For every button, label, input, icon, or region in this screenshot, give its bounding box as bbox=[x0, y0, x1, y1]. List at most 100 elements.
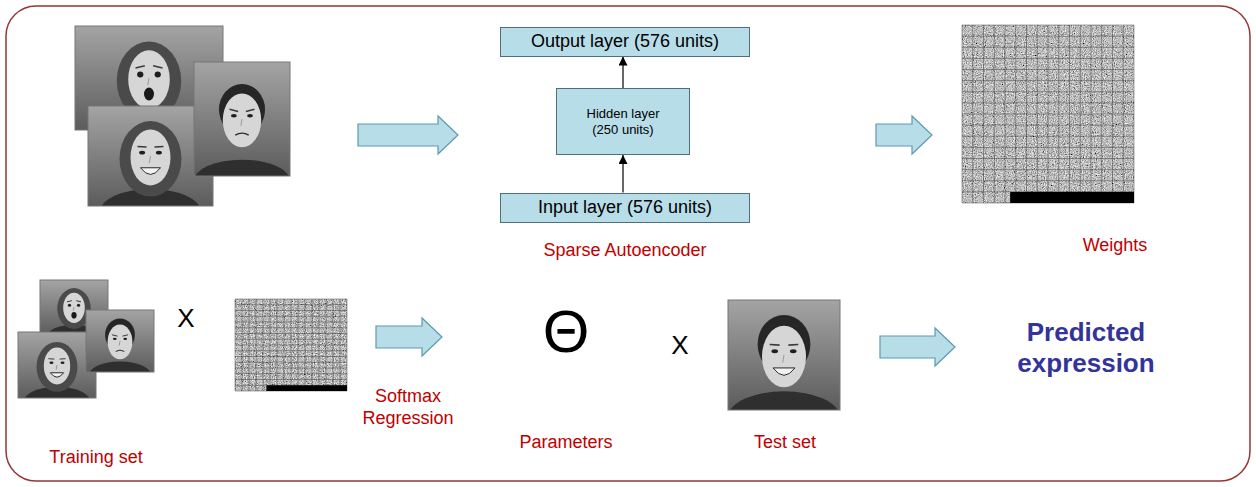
weights-grid bbox=[962, 102, 1134, 103]
multiply-sign: X bbox=[177, 303, 194, 334]
theta-symbol: Θ bbox=[543, 296, 590, 368]
result-heading: Predicted expression bbox=[999, 317, 1174, 379]
face-photo bbox=[18, 332, 96, 416]
photo-face bbox=[108, 325, 133, 360]
photo-eye bbox=[123, 338, 127, 340]
photo-frame bbox=[86, 310, 154, 372]
layer-label: Output layer (576 units) bbox=[531, 31, 719, 53]
photo-eye bbox=[247, 114, 253, 117]
weights-grid bbox=[235, 345, 347, 346]
photo-brow bbox=[60, 358, 66, 359]
photo-brow bbox=[76, 301, 81, 302]
photo-brow bbox=[153, 66, 162, 68]
weights-grid bbox=[235, 356, 347, 357]
photo-brow bbox=[788, 344, 798, 346]
face-photo bbox=[86, 310, 154, 389]
photo-mouth bbox=[235, 133, 248, 135]
weights-grid bbox=[962, 169, 1134, 170]
photo-mouth bbox=[144, 88, 154, 101]
photo-background bbox=[194, 62, 290, 176]
photo-shoulders bbox=[89, 361, 151, 372]
photo-eye bbox=[771, 349, 778, 353]
photo-hair bbox=[120, 121, 182, 197]
photo-background bbox=[18, 332, 96, 398]
layer-label: Hidden layer (250 units) bbox=[573, 106, 673, 137]
photo-brow bbox=[230, 109, 239, 111]
block-arrow bbox=[358, 116, 458, 154]
weights-ground bbox=[962, 25, 1134, 203]
photo-eye bbox=[61, 362, 65, 364]
weights-grid bbox=[962, 58, 1134, 59]
weights-grid bbox=[235, 339, 347, 340]
part-caption: Test set bbox=[754, 432, 816, 454]
photo-nose bbox=[56, 365, 58, 370]
photo-mouth bbox=[50, 373, 63, 377]
photo-eye bbox=[49, 362, 53, 364]
photo-frame bbox=[728, 300, 840, 410]
photo-nose bbox=[119, 341, 121, 345]
weights-grid bbox=[962, 36, 1134, 37]
flow-arrow bbox=[622, 57, 623, 89]
photo-nose bbox=[241, 119, 242, 126]
face-photo bbox=[194, 62, 290, 202]
weights-grid bbox=[235, 327, 347, 328]
layer-box: Hidden layer (250 units) bbox=[556, 88, 690, 155]
weights-grid bbox=[235, 299, 347, 300]
photo-face bbox=[44, 347, 70, 384]
weights-grid bbox=[235, 379, 347, 380]
photo-brow bbox=[155, 146, 164, 148]
photo-frame bbox=[194, 62, 290, 176]
part-caption: Softmax Regression bbox=[352, 386, 464, 429]
photo-brow bbox=[135, 66, 144, 68]
weights-grid bbox=[235, 373, 347, 374]
photo-nose bbox=[73, 307, 75, 311]
weights-grid bbox=[962, 158, 1134, 159]
photo-eye bbox=[113, 338, 117, 340]
photo-eye bbox=[155, 72, 161, 78]
weights-noise bbox=[235, 299, 347, 391]
multiply-sign: X bbox=[671, 330, 688, 361]
photo-face bbox=[63, 293, 85, 323]
weights-grid bbox=[962, 91, 1134, 92]
part-caption: Weights bbox=[1083, 235, 1148, 257]
photo-brow bbox=[48, 358, 54, 359]
block-arrow bbox=[876, 116, 932, 154]
photo-shoulders bbox=[194, 160, 290, 176]
weights-grid bbox=[962, 25, 1134, 26]
layer-box: Input layer (576 units) bbox=[500, 193, 750, 223]
photo-brow bbox=[67, 301, 72, 302]
block-arrow bbox=[376, 318, 442, 356]
weights-empty-bar bbox=[266, 385, 347, 391]
photo-hair bbox=[37, 342, 78, 392]
photo-brow bbox=[112, 335, 118, 336]
weights-grid bbox=[962, 47, 1134, 48]
weights-noise bbox=[962, 25, 1134, 203]
weights-grid bbox=[235, 310, 347, 311]
outer-frame bbox=[6, 6, 1250, 481]
weights-empty-bar bbox=[1010, 192, 1134, 203]
photo-nose bbox=[149, 156, 150, 163]
photo-eye bbox=[156, 151, 162, 155]
photo-mouth bbox=[71, 312, 76, 319]
photo-face bbox=[128, 50, 170, 108]
part-caption: Sparse Autoencoder bbox=[543, 240, 706, 262]
photo-brow bbox=[138, 146, 147, 148]
photo-shoulders bbox=[729, 391, 839, 410]
photo-mouth bbox=[116, 350, 125, 351]
weights-ground bbox=[235, 299, 347, 391]
photo-mouth bbox=[773, 368, 795, 375]
weights-grid bbox=[962, 147, 1134, 148]
weights-grid bbox=[962, 136, 1134, 137]
photo-eye bbox=[231, 114, 237, 117]
weights-grid bbox=[235, 316, 347, 317]
photo-face bbox=[131, 129, 171, 185]
layer-label: Input layer (576 units) bbox=[538, 197, 712, 219]
weights-grid bbox=[235, 362, 347, 363]
layer-box: Output layer (576 units) bbox=[500, 27, 750, 57]
photo-eye bbox=[790, 349, 797, 353]
block-arrow bbox=[880, 328, 955, 366]
photo-face bbox=[223, 93, 261, 147]
weights-grid bbox=[235, 333, 347, 334]
